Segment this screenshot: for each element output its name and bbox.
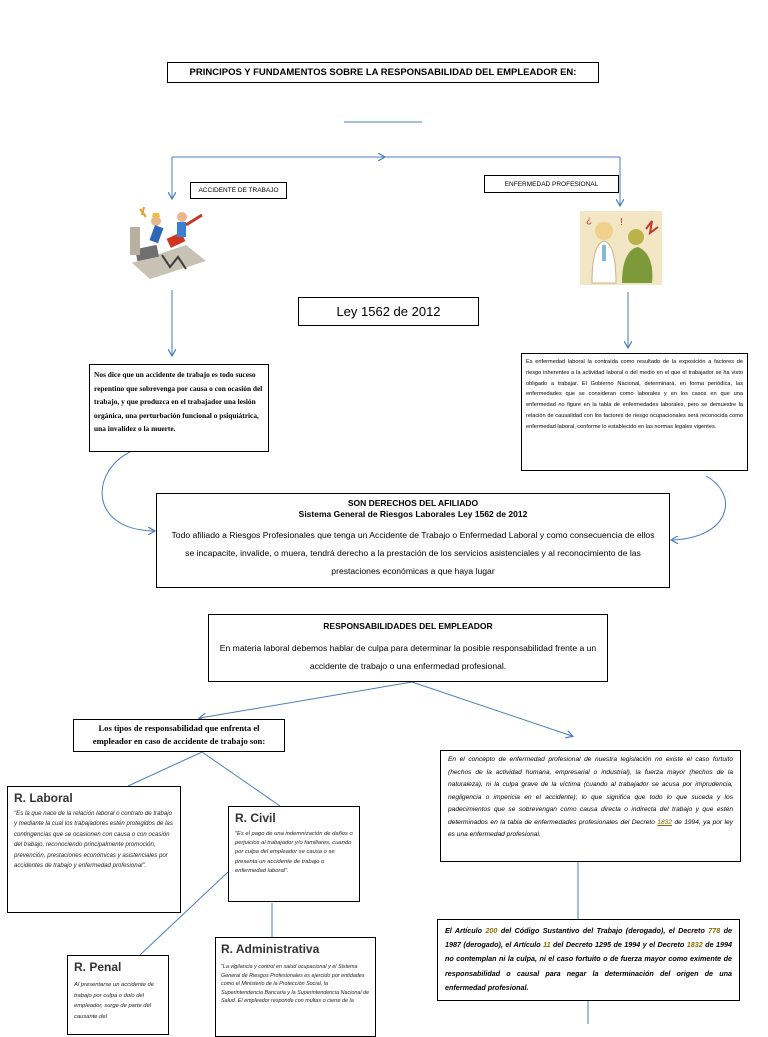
page-title: PRINCIPOS Y FUNDAMENTOS SOBRE LA RESPONS… xyxy=(189,67,577,78)
concepto-text-1: En el concepto de enfermedad profesional… xyxy=(448,756,733,826)
curve-left xyxy=(101,450,154,531)
accidente-definition-box: Nos dice que un accidente de trabajo es … xyxy=(89,364,269,452)
accidente-label-box: ACCIDENTE DE TRABAJO xyxy=(190,182,287,199)
derechos-subheading: Sistema General de Riesgos Laborales Ley… xyxy=(298,509,528,519)
articulo-box: El Artículo 200 del Código Sustantivo de… xyxy=(437,919,740,1001)
articulo-num-200: 200 xyxy=(485,926,498,935)
accidente-definition: Nos dice que un accidente de trabajo es … xyxy=(94,370,263,433)
tipos-box: Los tipos de responsabilidad que enfrent… xyxy=(73,719,285,752)
administrativa-heading: R. Administrativa xyxy=(221,942,320,956)
laboral-box: R. Laboral "Es la que nace de la relació… xyxy=(7,786,181,913)
civil-heading: R. Civil xyxy=(235,811,276,825)
responsabilidades-body: En materia laboral debemos hablar de cul… xyxy=(219,643,597,671)
svg-text:!: ! xyxy=(620,217,623,228)
laboral-body: "Es la que nace de la relación laboral o… xyxy=(14,810,173,870)
penal-heading: R. Penal xyxy=(74,960,122,974)
articulo-text-1: El Artículo xyxy=(445,926,486,935)
concepto-box: En el concepto de enfermedad profesional… xyxy=(440,750,741,862)
penal-body: Al presentarse un accidente de trabajo p… xyxy=(74,982,154,1020)
tipos-to-civil xyxy=(201,751,281,807)
articulo-num-1832: 1832 xyxy=(686,940,703,950)
administrativa-box: R. Administrativa "La vigilancia y contr… xyxy=(215,937,376,1037)
tipos-label: Los tipos de responsabilidad que enfrent… xyxy=(92,723,266,746)
concepto-text-2: de 1994, ya por ley es una enfermedad pr… xyxy=(448,818,733,839)
responsabilidades-box: RESPONSABILIDADES DEL EMPLEADOR En mater… xyxy=(208,614,608,682)
enfermedad-label: ENFERMEDAD PROFESIONAL xyxy=(504,181,599,188)
svg-text:¿: ¿ xyxy=(586,215,592,226)
resp-to-concepto xyxy=(411,681,572,736)
resp-to-tipos xyxy=(200,681,413,718)
responsabilidades-heading: RESPONSABILIDADES DEL EMPLEADOR xyxy=(323,621,493,631)
derechos-body: Todo afiliado a Riesgos Profesionales qu… xyxy=(171,530,655,576)
civil-body: "Es el pago de una indemnización de daño… xyxy=(235,831,353,874)
page-title-box: PRINCIPOS Y FUNDAMENTOS SOBRE LA RESPONS… xyxy=(167,62,599,83)
derechos-box: SON DERECHOS DEL AFILIADO Sistema Genera… xyxy=(156,493,670,588)
enfermedad-definition-box: Es enfermedad laboral la contraída como … xyxy=(521,353,748,471)
curve-right xyxy=(672,475,726,540)
penal-box: R. Penal Al presentarse un accidente de … xyxy=(67,955,169,1035)
articulo-text-5: de 1994 no contemplan ni la culpa, ni el… xyxy=(445,940,732,992)
derechos-heading: SON DERECHOS DEL AFILIADO xyxy=(347,498,479,508)
articulo-text-2: del Código Sustantivo del Trabajo (derog… xyxy=(497,926,709,935)
civil-box: R. Civil "Es el pago de una indemnizació… xyxy=(228,806,360,902)
ley-label: Ley 1562 de 2012 xyxy=(336,304,441,319)
laboral-heading: R. Laboral xyxy=(14,791,73,805)
ley-box: Ley 1562 de 2012 xyxy=(298,297,479,326)
articulo-num-778: 778 xyxy=(708,926,721,935)
articulo-text-3: de 1987 (derogado), el Artículo xyxy=(445,926,732,950)
civil-to-penal xyxy=(139,871,229,956)
articulo-text-4: del Decreto 1295 de 1994 y el Decreto xyxy=(550,940,687,950)
accidente-label: ACCIDENTE DE TRABAJO xyxy=(198,187,279,194)
administrativa-body: "La vigilancia y control en salud ocupac… xyxy=(221,964,370,1005)
articulo-num-11: 11 xyxy=(543,940,551,950)
illness-illustration: ¿ ! xyxy=(580,211,662,285)
enfermedad-definition: Es enfermedad laboral la contraída como … xyxy=(526,359,743,430)
enfermedad-label-box: ENFERMEDAD PROFESIONAL xyxy=(484,175,619,193)
concepto-decreto-link[interactable]: 1832 xyxy=(657,818,672,826)
tipos-to-laboral xyxy=(127,751,203,787)
accident-illustration xyxy=(130,207,206,279)
